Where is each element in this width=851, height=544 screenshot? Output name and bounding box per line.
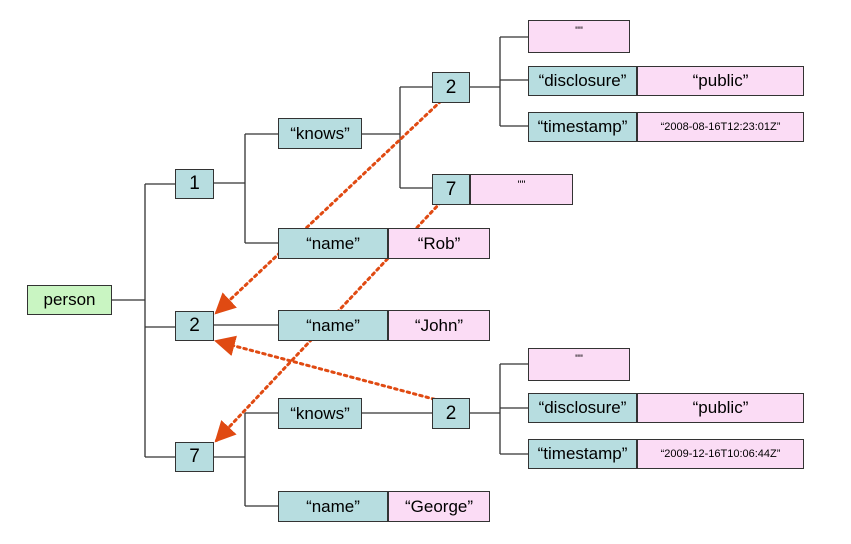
disclosure-value: “public” — [637, 66, 804, 96]
timestamp-value: “2008-08-16T12:23:01Z” — [637, 112, 804, 142]
name-value: “John” — [388, 310, 490, 341]
timestamp-value: “2009-12-16T10:06:44Z” — [637, 439, 804, 469]
blank-value: "" — [528, 348, 630, 381]
disclosure-key: “disclosure” — [528, 66, 637, 96]
reference-arrow-to-person-2 — [214, 99, 443, 315]
disclosure-value: “public” — [637, 393, 804, 423]
name-key: “name” — [278, 228, 388, 259]
person-id-node: 7 — [175, 442, 214, 472]
tree-lines — [112, 36, 528, 507]
reference-arrow-to-person-2 — [213, 335, 443, 403]
name-key: “name” — [278, 310, 388, 341]
disclosure-key: “disclosure” — [528, 393, 637, 423]
blank-value: "" — [528, 20, 630, 53]
known-person-id: 7 — [432, 174, 470, 205]
name-value: “Rob” — [388, 228, 490, 259]
name-key: “name” — [278, 491, 388, 522]
person-id-node: 2 — [175, 311, 214, 341]
root-node: person — [27, 285, 112, 315]
timestamp-key: “timestamp” — [528, 439, 637, 469]
known-person-id: 2 — [432, 398, 470, 429]
timestamp-key: “timestamp” — [528, 112, 637, 142]
known-person-id: 2 — [432, 72, 470, 103]
knows-key: “knows” — [278, 398, 362, 429]
knows-key: “knows” — [278, 118, 362, 149]
person-id-node: 1 — [175, 169, 214, 199]
name-value: “George” — [388, 491, 490, 522]
blank-value: "" — [470, 174, 573, 205]
